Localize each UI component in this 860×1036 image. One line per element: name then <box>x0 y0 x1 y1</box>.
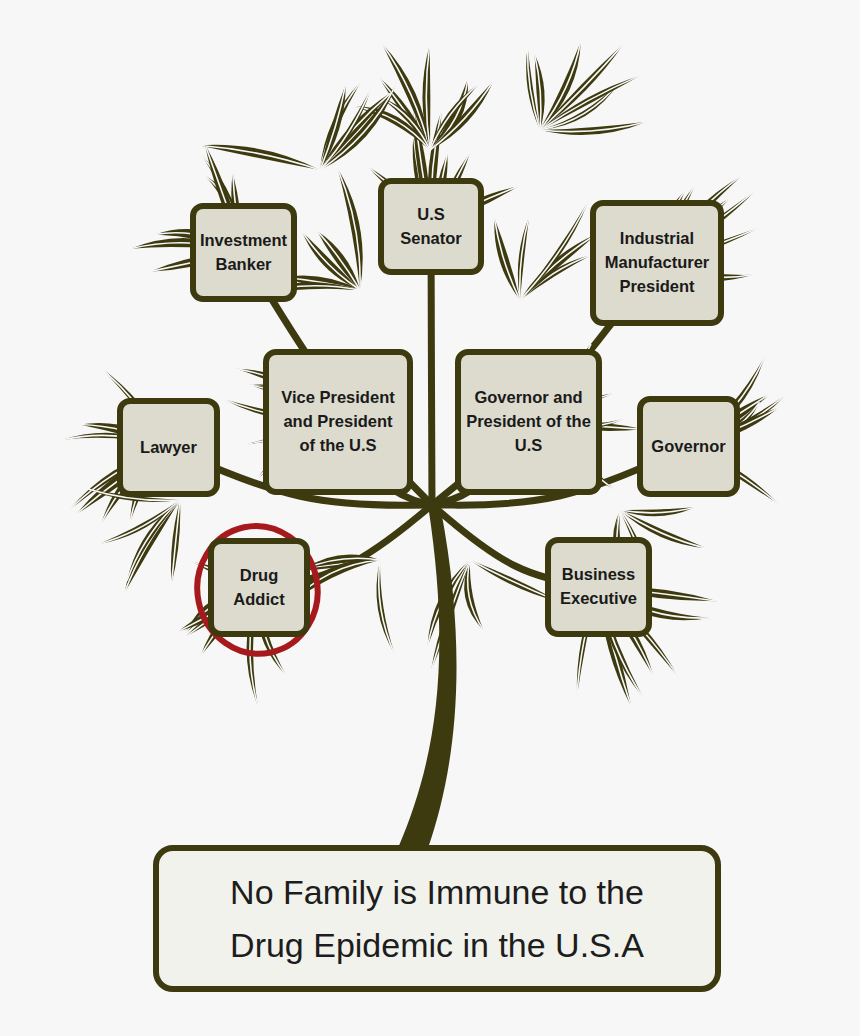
tree-box: Investment Banker <box>190 203 297 302</box>
tree-box: Drug Addict <box>208 538 310 637</box>
frond-leaf <box>199 145 320 170</box>
box-label: Governor and President of the U.S <box>466 386 591 458</box>
frond-vein <box>379 560 395 655</box>
box-label: Governor <box>651 435 725 459</box>
fronds <box>61 41 786 707</box>
frond-leaf <box>520 234 597 300</box>
frond-vein <box>430 81 494 150</box>
trunk <box>398 505 457 848</box>
frond-leaf <box>381 97 430 150</box>
frond-vein <box>528 47 540 130</box>
frond-leaf <box>518 216 529 300</box>
frond-vein <box>426 45 430 150</box>
frond-vein <box>320 89 371 170</box>
frond-vein <box>494 218 520 300</box>
frond-leaf <box>520 201 588 300</box>
frond-leaf <box>302 232 360 290</box>
tree-box: U.S Senator <box>378 178 484 275</box>
frond-leaf <box>526 47 540 130</box>
frond-leaf <box>540 43 624 130</box>
tree-box: Governor and President of the U.S <box>455 349 602 495</box>
frond-leaf <box>422 45 430 150</box>
frond-vein <box>171 500 180 584</box>
tree-box: Vice President and President of the U.S <box>263 349 413 495</box>
frond-leaf <box>494 218 520 300</box>
frond-vein <box>468 560 484 630</box>
frond-vein <box>540 41 581 130</box>
frond-vein <box>540 43 624 130</box>
box-label: Lawyer <box>140 436 197 460</box>
frond-vein <box>381 97 430 150</box>
frond-vein <box>199 145 320 170</box>
frond-leaf <box>171 500 180 584</box>
frond-leaf <box>540 122 647 135</box>
tree-box: Industrial Manufacturer President <box>590 200 724 326</box>
frond-vein <box>520 201 588 300</box>
frond-vein <box>124 500 180 593</box>
frond-leaf <box>376 560 394 655</box>
frond-leaf <box>620 507 695 516</box>
frond-leaf <box>320 89 371 170</box>
box-label: Drug Addict <box>219 564 299 612</box>
frond-vein <box>520 234 597 300</box>
frond-leaf <box>540 41 581 130</box>
box-label: Industrial Manufacturer President <box>601 227 713 299</box>
caption-text: No Family is Immune to the Drug Epidemic… <box>199 866 675 971</box>
tree-box: Lawyer <box>117 398 220 497</box>
frond-leaf <box>464 560 484 630</box>
highlight-circle <box>185 515 329 665</box>
frond-vein <box>620 507 695 513</box>
box-label: Business Executive <box>556 563 641 611</box>
frond-vein <box>302 232 360 290</box>
box-label: U.S Senator <box>389 203 473 251</box>
frond-leaf <box>124 500 180 593</box>
tree-box: Governor <box>637 396 740 497</box>
tree-box: Business Executive <box>545 537 652 637</box>
frond-leaf <box>98 500 180 544</box>
box-label: Vice President and President of the U.S <box>274 386 402 458</box>
frond-vein <box>98 500 180 544</box>
frond-vein <box>540 122 647 132</box>
frond-leaf <box>430 81 494 150</box>
box-label: Investment Banker <box>200 229 287 277</box>
frond-vein <box>520 216 529 300</box>
caption-box: No Family is Immune to the Drug Epidemic… <box>153 845 721 992</box>
